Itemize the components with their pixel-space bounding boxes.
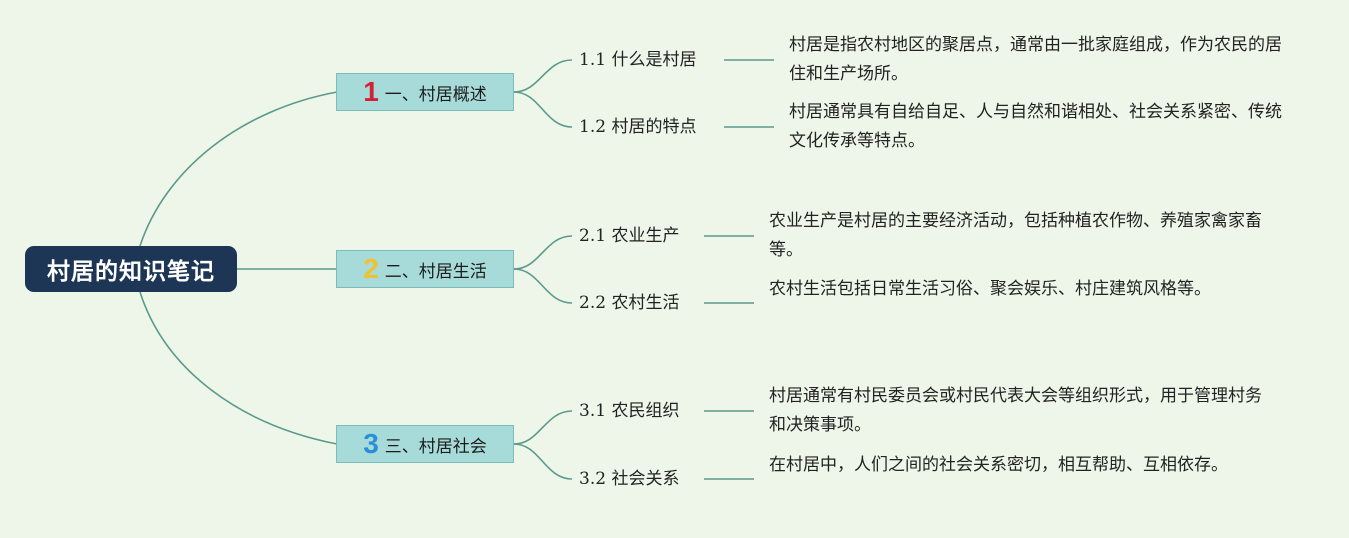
branch-topic-2[interactable]: 2 二、村居生活 (336, 250, 514, 288)
connector-branch-1-sub-1 (513, 59, 573, 93)
description-2-1: 农业生产是村居的主要经济活动，包括种植农作物、养殖家禽家畜等。 (769, 211, 1262, 260)
number-badge: 3 (363, 428, 379, 459)
connector-branch-2-sub-1 (513, 235, 573, 270)
description-1-1: 村居是指农村地区的聚居点，通常由一批家庭组成，作为农民的居住和生产场所。 (789, 35, 1282, 84)
number-badge: 2 (363, 253, 379, 284)
connector-root-branch-3 (139, 291, 338, 445)
subtopic-2-1[interactable]: 2.1 农业生产 (579, 226, 680, 246)
description-3-1: 村居通常有村民委员会或村民代表大会等组织形式，用于管理村务和决策事项。 (769, 386, 1262, 435)
branch-topic-1[interactable]: 1 一、村居概述 (336, 73, 514, 111)
subtopic-3-2[interactable]: 3.2 社会关系 (579, 469, 680, 489)
description-1-2: 村居通常具有自给自足、人与自然和谐相处、社会关系紧密、传统文化传承等特点。 (789, 102, 1282, 151)
subtopic-2-2[interactable]: 2.2 农村生活 (579, 293, 680, 313)
connector-branch-3-sub-2 (513, 443, 573, 480)
number-badge: 1 (363, 76, 379, 107)
branch-label: 一、村居概述 (384, 84, 487, 105)
root-topic[interactable]: 村居的知识笔记 (25, 246, 237, 292)
branch-label: 三、村居社会 (384, 436, 487, 457)
connector-root-branch-1 (139, 91, 338, 247)
subtopic-1-1[interactable]: 1.1 什么是村居 (579, 50, 697, 70)
branch-label: 二、村居生活 (384, 261, 487, 282)
description-3-2: 在村居中，人们之间的社会关系密切，相互帮助、互相依存。 (769, 455, 1228, 475)
connector-branch-3-sub-1 (513, 410, 573, 445)
subtopic-3-1[interactable]: 3.1 农民组织 (579, 401, 680, 421)
description-2-2: 农村生活包括日常生活习俗、聚会娱乐、村庄建筑风格等。 (769, 279, 1211, 299)
subtopic-1-2[interactable]: 1.2 村居的特点 (579, 117, 697, 137)
connector-branch-1-sub-2 (513, 91, 573, 128)
branch-topic-3[interactable]: 3 三、村居社会 (336, 425, 514, 463)
connector-branch-2-sub-2 (513, 268, 573, 304)
